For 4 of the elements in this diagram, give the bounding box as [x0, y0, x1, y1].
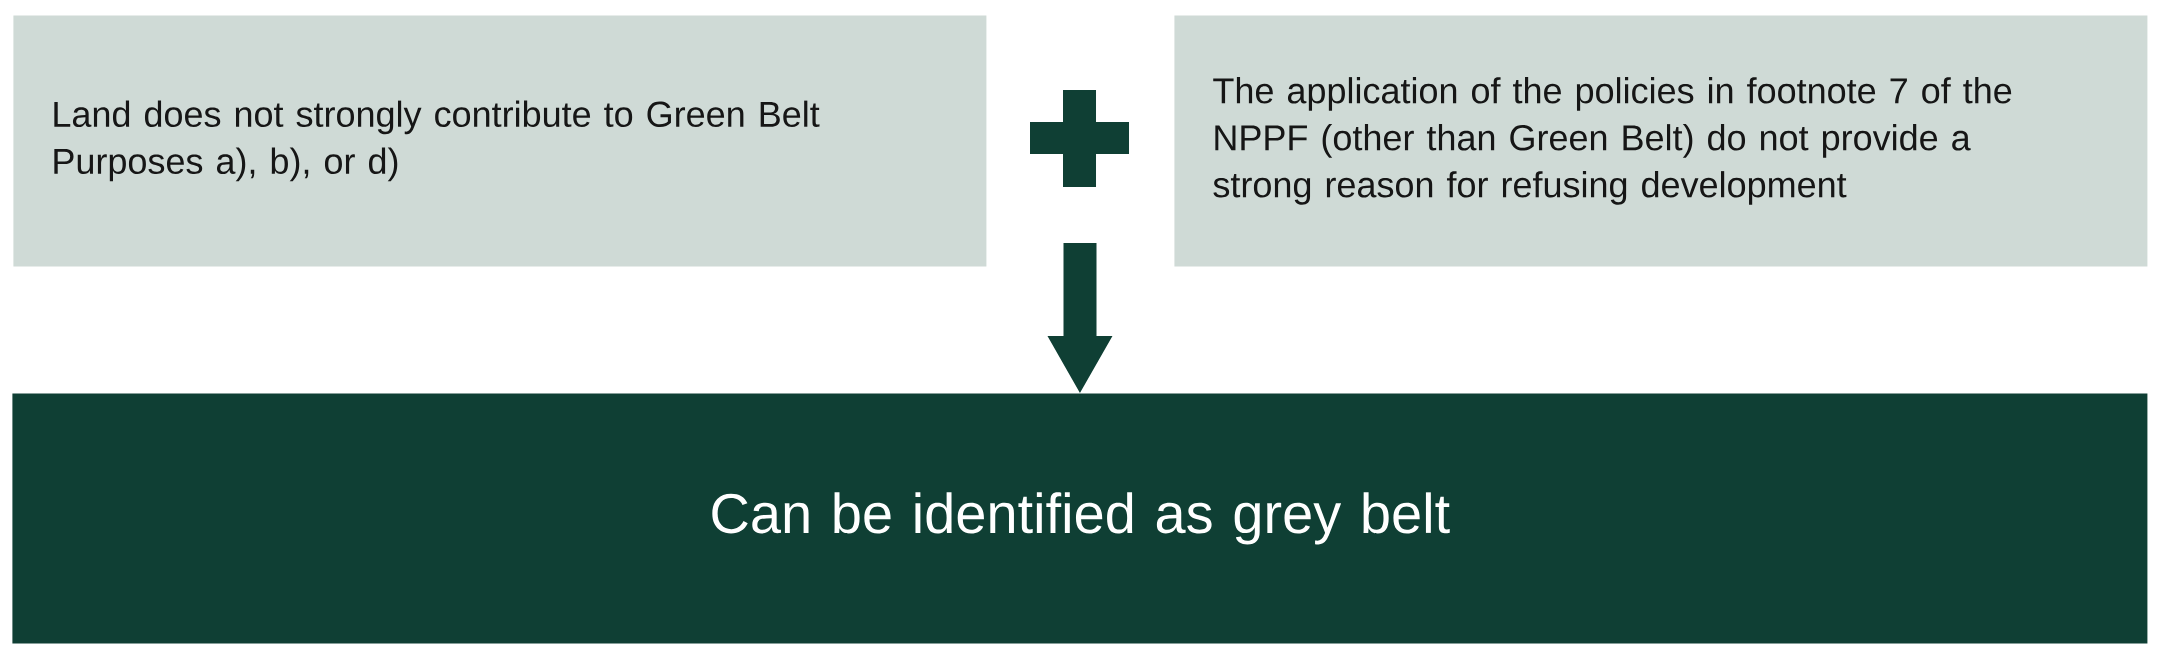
- condition-box: Land does not strongly contribute to Green Belt Purposes a), b), or d): [13, 15, 987, 267]
- block-arrow: [1047, 243, 1113, 393]
- condition-box: The application of the policies in footnote 7 of the NPPF (other than Green Belt) do not provide a strong reason for refusing development: [1174, 15, 2148, 267]
- result-box: Can be identified as grey belt: [12, 393, 2148, 644]
